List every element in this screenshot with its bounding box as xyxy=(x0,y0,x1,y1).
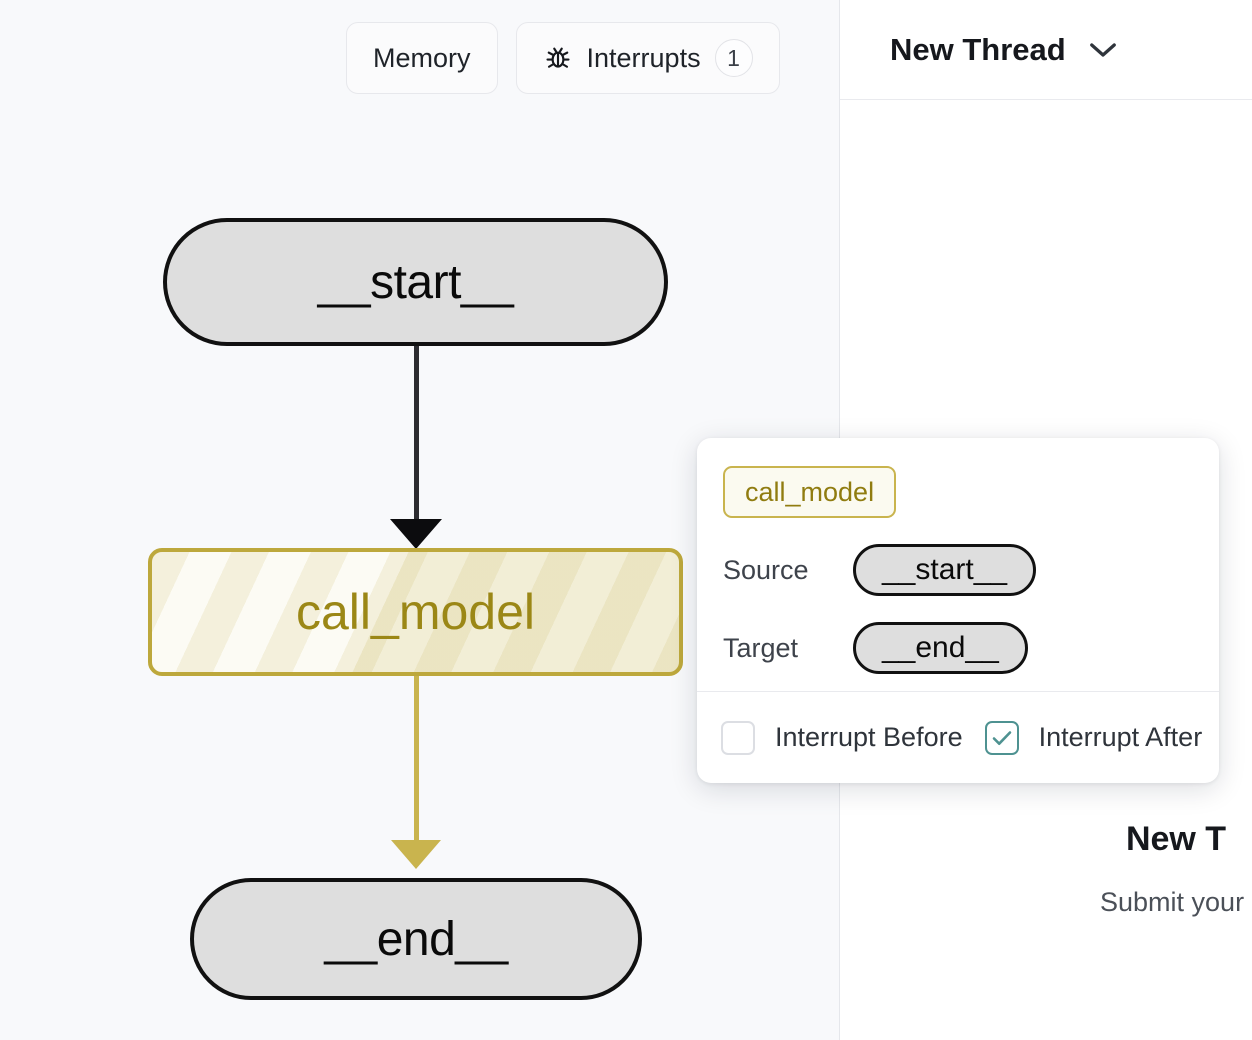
bug-icon xyxy=(543,43,573,73)
interrupt-before-label: Interrupt Before xyxy=(775,722,963,752)
node-name-chip: call_model xyxy=(723,466,897,518)
interrupt-after-checkbox[interactable] xyxy=(984,720,1019,755)
node-detail-popover: call_model Source __start__ Target __end… xyxy=(697,438,1219,783)
target-label: Target xyxy=(723,632,799,663)
thread-empty-subtitle: Submit your input xyxy=(1100,887,1252,917)
graph-node-start[interactable]: __start__ xyxy=(163,218,668,346)
edge-arrowhead xyxy=(391,840,441,869)
interrupts-button[interactable]: Interrupts 1 xyxy=(515,22,780,94)
thread-panel-header: New Thread xyxy=(840,0,1252,100)
memory-button-label: Memory xyxy=(373,42,471,73)
interrupts-button-label: Interrupts xyxy=(586,42,701,73)
interrupt-before-checkbox[interactable] xyxy=(721,720,755,755)
graph-diagram: __start__ call_model __end__ xyxy=(148,218,683,1000)
source-row: Source __start__ xyxy=(723,544,1193,596)
interrupts-count-badge: 1 xyxy=(714,39,753,77)
thread-empty-title: New T xyxy=(1125,820,1227,858)
source-label: Source xyxy=(723,554,809,585)
graph-toolbar: Memory Interrupts 1 xyxy=(346,22,780,94)
check-icon xyxy=(990,726,1014,750)
chevron-down-icon[interactable] xyxy=(1088,41,1118,59)
graph-node-end[interactable]: __end__ xyxy=(190,878,642,1000)
thread-title: New Thread xyxy=(890,31,1066,67)
target-row: Target __end__ xyxy=(723,622,1193,674)
interrupt-options: Interrupt Before Interrupt After xyxy=(697,691,1219,783)
interrupt-after-option[interactable]: Interrupt After xyxy=(984,720,1203,755)
edge-line xyxy=(414,676,419,856)
node-detail-body: call_model Source __start__ Target __end… xyxy=(697,438,1219,674)
interrupt-before-option[interactable]: Interrupt Before xyxy=(721,720,963,755)
graph-node-label: __start__ xyxy=(317,255,514,309)
graph-node-label: call_model xyxy=(295,584,535,640)
edge-line xyxy=(414,346,419,536)
edge-arrowhead xyxy=(390,519,442,549)
source-value-pill[interactable]: __start__ xyxy=(853,544,1037,596)
interrupt-after-label: Interrupt After xyxy=(1038,722,1203,752)
target-value-pill[interactable]: __end__ xyxy=(853,622,1028,674)
graph-node-label: __end__ xyxy=(324,912,508,966)
thread-empty-state: New T Submit your input xyxy=(840,820,1252,918)
graph-node-call-model[interactable]: call_model xyxy=(148,548,683,676)
memory-button[interactable]: Memory xyxy=(346,22,498,94)
